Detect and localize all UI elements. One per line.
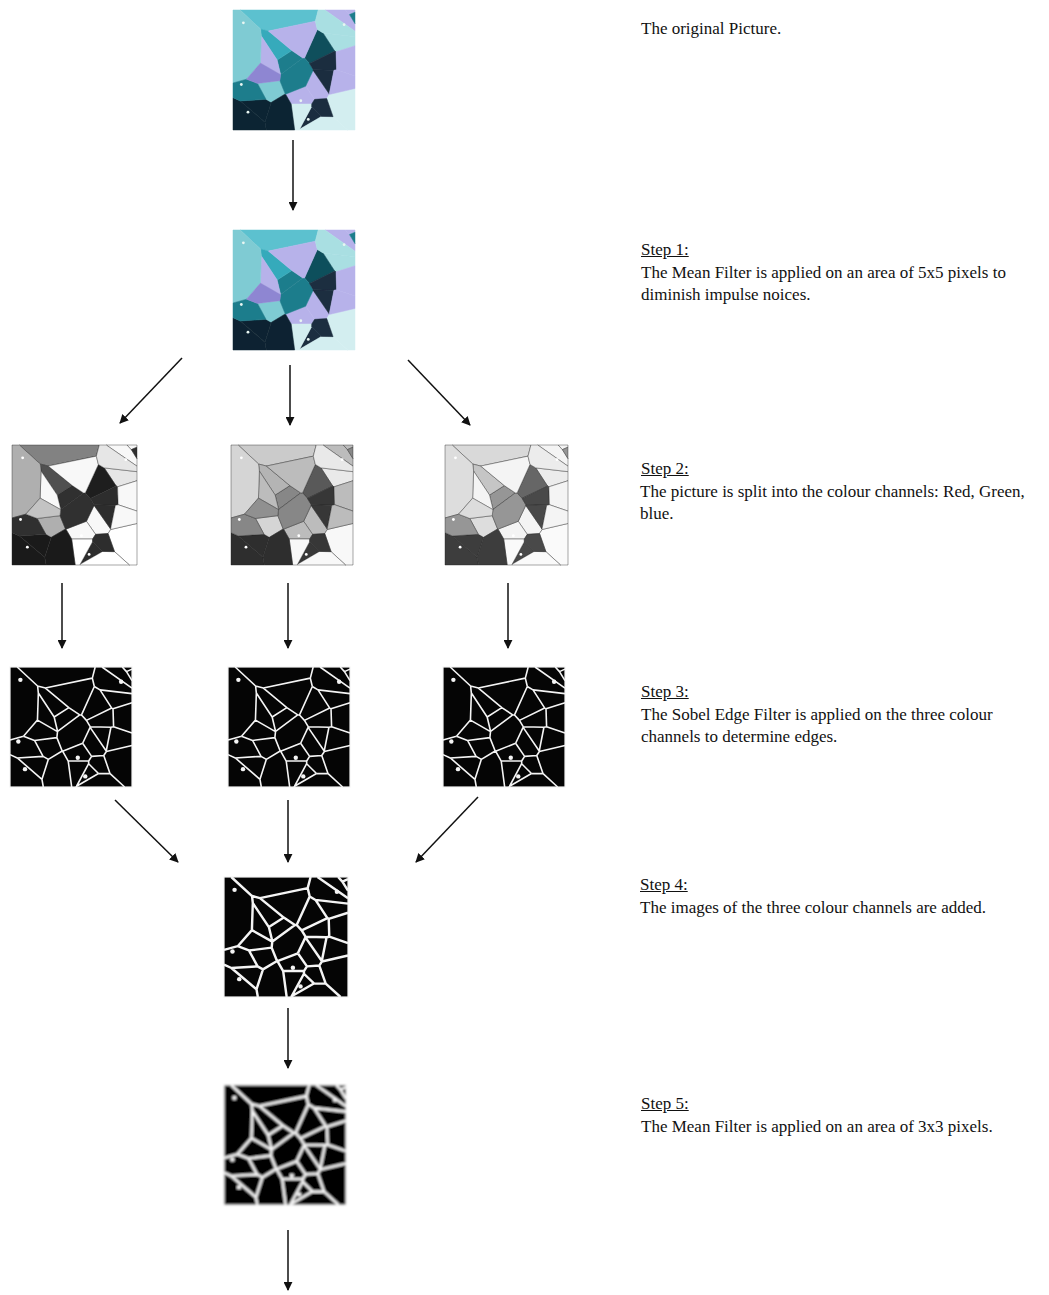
flow-arrow (61, 583, 63, 648)
micrograph-image (224, 877, 348, 997)
step-description: The images of the three colour channels … (640, 897, 1045, 919)
flow-arrow (287, 1230, 289, 1290)
flow-arrow (416, 797, 478, 862)
step-heading: Step 4: (640, 874, 1045, 896)
flow-arrow (292, 140, 294, 210)
micrograph-image (443, 667, 565, 787)
step-heading: Step 1: (641, 239, 1041, 261)
micrograph-image (228, 667, 350, 787)
flow-arrow (287, 800, 289, 862)
micrograph-image (233, 230, 355, 350)
flow-arrow (408, 360, 470, 425)
micrograph-image (10, 667, 132, 787)
flow-arrow (115, 800, 178, 862)
flow-arrow (289, 365, 291, 425)
step-description: The Mean Filter is applied on an area of… (641, 1116, 1041, 1138)
step-heading: Step 2: (641, 458, 1041, 480)
flow-arrow (120, 358, 182, 423)
micrograph-image (231, 445, 353, 565)
micrograph-image (233, 10, 355, 130)
flow-arrow (507, 583, 509, 648)
step-description: The Mean Filter is applied on an area of… (641, 262, 1041, 306)
step-description: The picture is split into the colour cha… (640, 481, 1045, 525)
step-heading: Step 5: (641, 1093, 1041, 1115)
flow-arrow (287, 1008, 289, 1068)
step-heading: Step 3: (641, 681, 1041, 703)
micrograph-image (445, 445, 568, 565)
step-description: The Sobel Edge Filter is applied on the … (641, 704, 1041, 748)
micrograph-image (12, 445, 137, 565)
micrograph-image (224, 1085, 346, 1205)
flow-arrow (287, 583, 289, 648)
step-description: The original Picture. (641, 18, 1041, 40)
